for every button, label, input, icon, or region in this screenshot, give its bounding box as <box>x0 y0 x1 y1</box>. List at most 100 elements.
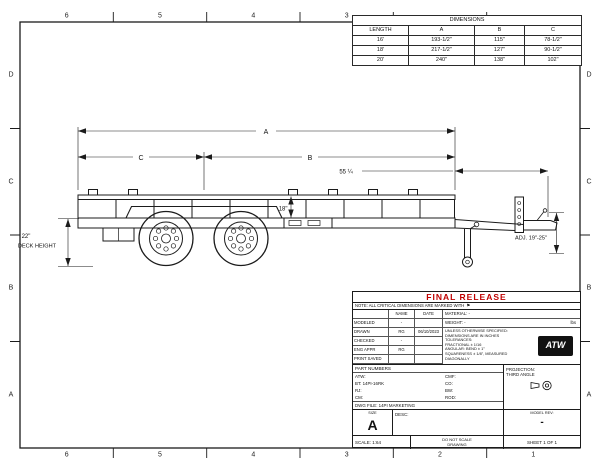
tolerance-notes: UNLESS OTHERWISE SPECIFIED: DIMENSIONS A… <box>445 328 508 361</box>
dim-rail-height-label: 18" <box>279 207 288 213</box>
part-field: RJ: <box>355 388 362 393</box>
tongue <box>454 219 524 231</box>
part-numbers-section: PART NUMBERS ATW: BT: 14PI-16RK RJ: CM: … <box>353 365 504 409</box>
part-field: BW: <box>445 388 454 393</box>
adjustable-coupler-channel <box>514 196 524 233</box>
tongue-jack <box>462 221 480 268</box>
rail-uprights <box>77 199 455 218</box>
atw-logo: ATW <box>537 336 574 356</box>
model-rev-label: MODEL REV: <box>530 411 554 415</box>
frame-rail <box>77 217 456 229</box>
dimensions-table-title: DIMENSIONS <box>351 15 583 26</box>
frame-latch <box>307 220 321 226</box>
approval-label: ENG APPR <box>353 346 389 355</box>
cell-length: 20' <box>352 55 409 66</box>
dwg-file: DWG FILE: 14PI MARKETING <box>353 401 503 409</box>
note-text: NOTE: ALL CRITICAL DIMENSIONS ARE MARKED… <box>355 303 465 309</box>
third-angle-projection-icon <box>530 380 552 390</box>
approvals-date-header: DATE <box>415 310 443 319</box>
zone-label-left-c: C <box>8 178 14 186</box>
dim-a-label: A <box>264 129 269 136</box>
zone-label-left-a: A <box>8 391 14 399</box>
do-not-scale-note: DO NOT SCALE DRAWING <box>411 436 504 449</box>
dim-col-length: LENGTH <box>352 25 409 36</box>
table-row: 18' 217-1/2" 127" 90-1/2" <box>352 45 583 56</box>
part-field: CMF: <box>445 374 456 379</box>
table-row: 20' 240" 138" 102" <box>352 55 583 66</box>
zone-label-left-d: D <box>8 71 14 79</box>
zone-label-bottom-5: 2 <box>438 451 442 459</box>
cell-a: 240" <box>408 55 475 66</box>
deck-height-label: DECK HEIGHT <box>18 244 57 250</box>
cell-b: 138" <box>474 55 525 66</box>
zone-label-right-b: B <box>586 284 592 292</box>
approval-label: MODELED <box>353 319 389 328</box>
approvals-table: NAME DATE MODELED - DRAWN RG 06/10/2023 … <box>353 310 443 364</box>
sheet-number: SHEET 1 OF 1 <box>527 439 557 445</box>
part-field: CM: <box>355 395 364 400</box>
coupler <box>523 208 558 231</box>
fender <box>125 205 283 219</box>
part-field: ROD: <box>445 395 456 400</box>
stake-pockets <box>88 189 418 196</box>
sheet-size: A <box>367 417 378 433</box>
cell-length: 18' <box>352 45 409 56</box>
zone-label-bottom-4: 3 <box>344 451 349 459</box>
projection-label: PROJECTION: <box>506 367 535 372</box>
table-row: 16' 193-1/2" 115" 78-1/2" <box>352 35 583 46</box>
zone-label-right-d: D <box>586 71 592 79</box>
cell-c: 90-1/2" <box>523 45 583 56</box>
scale-label: SCALE: 1:64 <box>353 436 411 449</box>
size-box: SIZE A <box>353 410 393 436</box>
coupler-adjust-label: ADJ. 19"-25" <box>515 236 547 242</box>
left-wheel <box>138 210 194 267</box>
dim-tongue-label: 55 ¼ <box>339 170 353 176</box>
projection-box: PROJECTION: THIRD ANGLE <box>504 365 580 409</box>
part-numbers-label: PART NUMBERS <box>353 365 503 373</box>
cell-b: 115" <box>474 35 525 46</box>
zone-label-top-1: 6 <box>64 12 69 20</box>
model-rev-value: - <box>540 417 544 428</box>
dim-col-c: C <box>523 25 583 36</box>
weight-units: lbs <box>570 320 577 326</box>
part-field: ATW: <box>355 374 366 379</box>
trailer-body <box>77 189 558 268</box>
cell-a: 193-1/2" <box>408 35 475 46</box>
model-rev-box: MODEL REV: - <box>504 410 580 435</box>
dimension-lines <box>58 127 564 267</box>
zone-label-left-b: B <box>8 284 14 292</box>
zone-label-top-4: 3 <box>344 12 349 20</box>
size-label: SIZE <box>368 411 377 415</box>
frame-seams <box>283 218 333 228</box>
approval-label: DRAWN <box>353 328 389 337</box>
material-field: MATERIAL: - <box>443 310 580 319</box>
top-rail <box>77 194 456 200</box>
approvals-name-header: NAME <box>389 310 415 319</box>
dim-c-label: C <box>138 155 143 162</box>
zone-label-bottom-1: 6 <box>64 451 69 459</box>
cell-a: 217-1/2" <box>408 45 475 56</box>
zone-label-right-c: C <box>586 178 592 186</box>
part-field: CO: <box>445 381 453 386</box>
deck-height-value: 22" <box>22 234 31 240</box>
dim-col-b: B <box>474 25 525 36</box>
desc-field: DESC: <box>393 410 504 436</box>
approval-label: PRINT SAVED <box>353 355 389 364</box>
projection-value: THIRD ANGLE <box>506 372 535 378</box>
right-wheel <box>213 210 269 267</box>
part-field: BT: 14PI-16RK <box>355 381 385 386</box>
zone-label-right-a: A <box>586 391 592 399</box>
dimensions-table: DIMENSIONS LENGTH A B C 16' 193-1/2" 115… <box>351 15 583 66</box>
critical-dims-note: NOTE: ALL CRITICAL DIMENSIONS ARE MARKED… <box>353 303 580 310</box>
weight-field: WEIGHT: - lbs <box>443 319 580 328</box>
critical-flag-icon: ⚑ <box>466 303 471 308</box>
dim-col-a: A <box>408 25 475 36</box>
cell-c: 102" <box>523 55 583 66</box>
frame-latch <box>288 220 302 226</box>
title-block: FINAL RELEASE NOTE: ALL CRITICAL DIMENSI… <box>352 291 581 449</box>
dim-b-label: B <box>308 155 313 162</box>
zone-label-bottom-3: 4 <box>251 451 256 459</box>
cell-c: 78-1/2" <box>523 35 583 46</box>
